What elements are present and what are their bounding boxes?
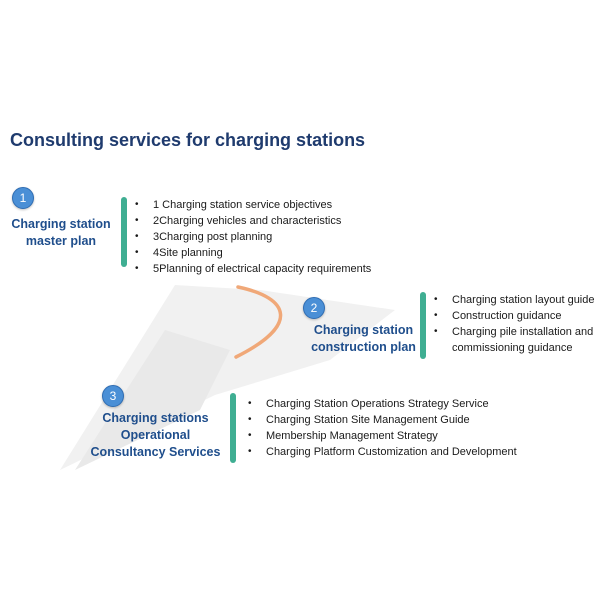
step-2-accent-bar: [420, 292, 426, 359]
list-item: 1 Charging station service objectives: [133, 197, 371, 213]
step-1-label-line: master plan: [25, 234, 97, 248]
step-1-badge: 1: [12, 187, 34, 209]
step-2-label-line: construction plan: [311, 340, 416, 354]
background-arrow-shadow: [75, 330, 230, 470]
step-3-item-list: Charging Station Operations Strategy Ser…: [246, 396, 517, 460]
list-item: Charging station layout guide: [432, 292, 600, 308]
step-1-item-list: 1 Charging station service objectives 2C…: [133, 197, 371, 277]
list-item: Charging Station Site Management Guide: [246, 412, 517, 428]
step-1-accent-bar: [121, 197, 127, 267]
list-item: 3Charging post planning: [133, 229, 371, 245]
step-2-label: Charging station construction plan: [307, 322, 420, 356]
list-item: Construction guidance: [432, 308, 600, 324]
list-item: 2Charging vehicles and characteristics: [133, 213, 371, 229]
page-title: Consulting services for charging station…: [10, 130, 366, 150]
step-3-accent-bar: [230, 393, 236, 463]
list-item: 4Site planning: [133, 245, 371, 261]
list-item: Membership Management Strategy: [246, 428, 517, 444]
list-item: 5Planning of electrical capacity require…: [133, 261, 371, 277]
step-3-badge: 3: [102, 385, 124, 407]
step-1-label-line: Charging station: [11, 217, 111, 231]
step-2-badge: 2: [303, 297, 325, 319]
step-2-item-list: Charging station layout guide Constructi…: [432, 292, 600, 356]
step-1-label: Charging station master plan: [5, 216, 117, 250]
step-3-label-line: Charging stations: [102, 411, 209, 425]
step-3-label: Charging stations Operational Consultanc…: [88, 410, 223, 461]
list-item: Charging Platform Customization and Deve…: [246, 444, 517, 460]
step-2-label-line: Charging station: [313, 323, 414, 337]
list-item: Charging pile installation and commissio…: [432, 324, 600, 356]
step-3-label-line: Operational: [120, 428, 191, 442]
connector-curve: [234, 285, 283, 359]
step-3-label-line: Consultancy Services: [90, 445, 221, 459]
list-item: Charging Station Operations Strategy Ser…: [246, 396, 517, 412]
